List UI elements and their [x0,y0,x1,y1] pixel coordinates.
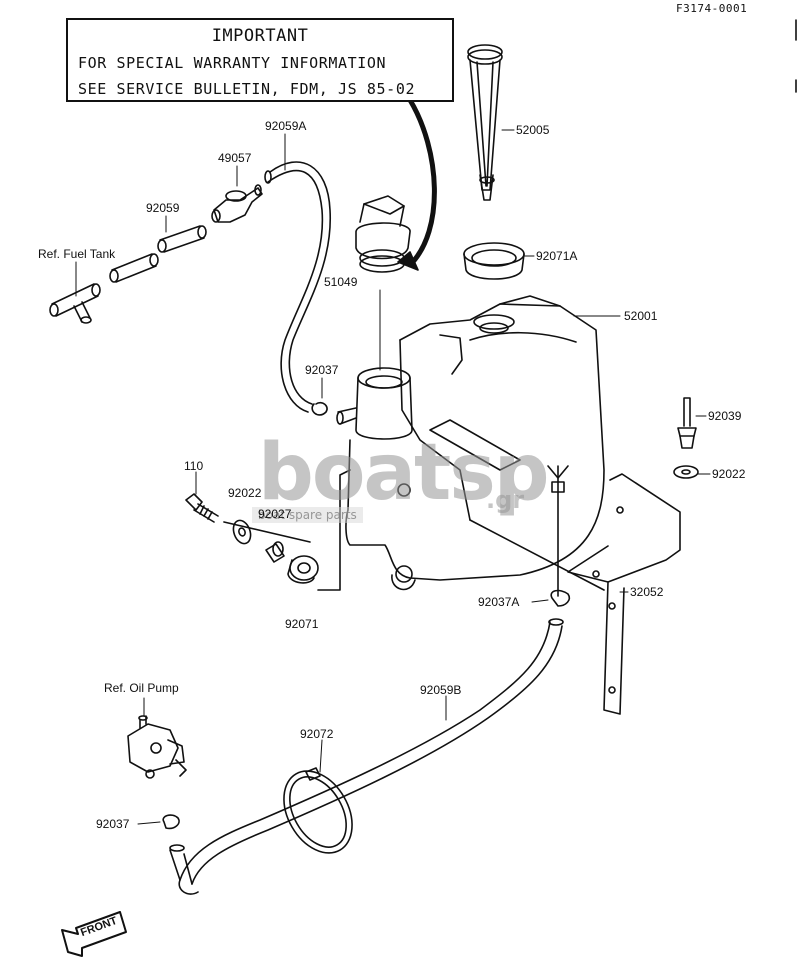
part-92027-collar [265,541,285,563]
label-32052: 32052 [630,585,664,599]
warranty-notice: IMPORTANT FOR SPECIAL WARRANTY INFORMATI… [66,18,454,102]
part-52005-dipstick [467,44,503,201]
part-92072-band [283,767,353,854]
part-92059-hoses [109,225,207,283]
part-51049-cap [355,195,411,273]
leader-tank-bracket [469,519,605,591]
part-92071-grommet [287,555,319,584]
label-92022-right: 92022 [712,467,746,481]
part-52001-oil-tank [345,295,605,591]
notice-heading: IMPORTANT [211,26,309,46]
part-92071A-grommet [463,242,525,280]
label-92037A: 92037A [478,595,520,609]
part-32052-bracket [567,473,681,715]
label-92072: 92072 [300,727,334,741]
label-ref-fuel-tank: Ref. Fuel Tank [38,247,116,261]
notice-line-2: SEE SERVICE BULLETIN, FDM, JS 85-02 [78,80,416,98]
label-110: 110 [184,459,204,473]
front-arrow [61,911,127,957]
part-92059B-hose [169,618,564,895]
label-92071: 92071 [285,617,319,631]
label-52005: 52005 [516,123,550,137]
label-ref-oil-pump: Ref. Oil Pump [104,681,179,695]
label-92059B: 92059B [420,683,462,697]
leader-lines [75,129,711,825]
part-92022-washer-right [673,465,699,479]
part-92059A-hose [264,161,331,413]
label-92022-left: 92022 [228,486,262,500]
part-92022-washer-left [232,519,252,545]
tank-neck [473,314,515,334]
leader-bolt [223,521,311,543]
label-92037-top: 92037 [305,363,339,377]
ref-fuel-tank-fitting [49,283,101,324]
label-92059: 92059 [146,201,180,215]
watermark-tld: .gr [486,486,525,514]
ref-oil-pump [127,715,187,779]
part-49057-filter [211,184,263,223]
label-92037-bottom: 92037 [96,817,130,831]
part-92037A-clamp [547,465,571,607]
notice-arrow [397,97,437,271]
label-92027: 92027 [258,507,292,521]
notice-line-1: FOR SPECIAL WARRANTY INFORMATION [78,54,387,72]
label-49057: 49057 [218,151,252,165]
label-92059A: 92059A [265,119,307,133]
label-92071A: 92071A [536,249,578,263]
part-92037-clip-bottom [162,814,180,830]
part-92037-clip-top [311,401,328,416]
watermark-brand: boatsp [258,428,550,518]
part-92039-rivet [677,397,697,449]
label-92039: 92039 [708,409,742,423]
tank-filler-neck [336,367,413,440]
label-51049: 51049 [324,275,358,289]
label-52001: 52001 [624,309,658,323]
part-110-bolt [185,493,219,523]
watermark-subtitle: boat spare parts [252,507,363,523]
figure-id: F3174-0001 [676,2,748,15]
